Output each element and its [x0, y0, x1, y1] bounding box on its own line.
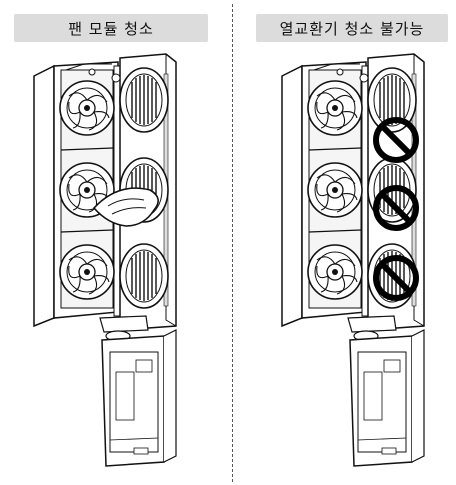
cleaning-hand-icon — [92, 187, 159, 227]
unit-right-drawing — [282, 54, 424, 466]
panel-divider — [232, 4, 233, 482]
fan-module-cleaning-label: 팬 모듈 청소 — [14, 14, 208, 42]
unit-left-drawing — [34, 54, 176, 466]
heat-exchanger-no-cleaning-label: 열교환기 청소 불가능 — [256, 14, 448, 42]
